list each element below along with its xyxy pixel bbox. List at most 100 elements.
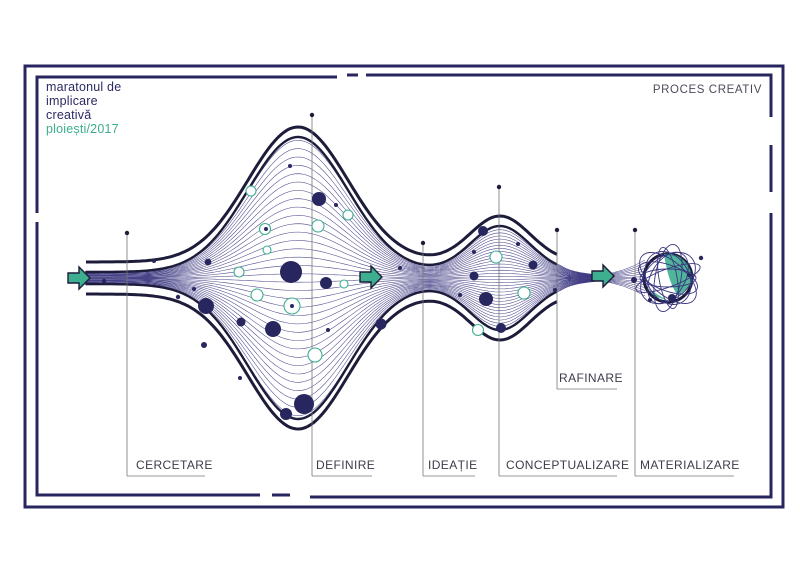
globe-orbit — [635, 263, 701, 293]
stage-guide-dot — [420, 240, 426, 246]
frame-outer — [23, 64, 785, 509]
streamline — [85, 240, 601, 278]
idea-node-outline — [471, 323, 485, 337]
idea-node — [472, 250, 476, 254]
stage-guide-dot — [632, 227, 638, 233]
brand-line-4: ploiești/2017 — [46, 122, 119, 136]
stage-guide-dot — [554, 227, 560, 233]
stage-guide-dot — [309, 112, 315, 118]
streamline — [85, 278, 601, 325]
globe-orbit — [647, 251, 689, 305]
idea-node — [201, 342, 207, 348]
funnel-wall — [86, 292, 558, 431]
streamline — [85, 198, 601, 277]
frame-inner-top-left — [35, 75, 337, 213]
idea-node — [204, 258, 212, 266]
idea-node-outline — [339, 279, 349, 289]
flow-arrow — [591, 263, 615, 289]
idea-node — [280, 408, 292, 420]
globe-orbit — [653, 243, 683, 313]
stage-label-materializare: MATERIALIZARE — [640, 458, 740, 472]
brand-line-1: maratonul de — [46, 80, 122, 94]
idea-node-outline — [517, 286, 531, 300]
flow-arrow — [67, 265, 91, 291]
streamline — [85, 279, 601, 366]
streamline — [85, 273, 600, 279]
flow-arrows — [67, 263, 615, 291]
streamline — [85, 280, 601, 391]
streamline — [85, 279, 601, 350]
streamline — [84, 181, 601, 277]
idea-node-outline — [245, 185, 257, 197]
idea-node-outline — [311, 219, 325, 233]
idea-node — [312, 192, 326, 206]
idea-node — [198, 298, 214, 314]
idea-node-outline — [262, 245, 272, 255]
frame-inner-top-right — [366, 73, 773, 117]
stage-label-ideatie: IDEAȚIE — [428, 458, 478, 472]
idea-node — [152, 259, 156, 263]
streamline — [85, 278, 601, 333]
stage-label-definire: DEFINIRE — [316, 458, 376, 472]
idea-node — [398, 266, 402, 270]
globe-node — [648, 298, 652, 302]
globe-node — [631, 277, 637, 283]
idea-node-outline — [307, 347, 323, 363]
idea-nodes — [101, 164, 557, 420]
final-product-globe — [631, 243, 704, 313]
globe-orbit — [657, 246, 679, 310]
streamline — [85, 173, 601, 277]
brand-line-2: implicare — [46, 94, 98, 108]
idea-node — [175, 294, 181, 300]
stage-guide-dot — [124, 230, 130, 236]
stage-label-conceptualizare: CONCEPTUALIZARE — [506, 458, 630, 472]
idea-node — [516, 242, 520, 246]
idea-node-outline — [489, 250, 503, 264]
frame-inner-right-2 — [310, 213, 773, 499]
globe-node — [698, 255, 704, 261]
idea-node — [496, 323, 506, 333]
brand-block: maratonul de implicare creativă ploiești… — [46, 80, 121, 136]
streamline — [84, 279, 601, 375]
streamline — [85, 231, 601, 278]
streamline — [85, 279, 601, 341]
idea-node — [192, 287, 196, 291]
streamline — [85, 279, 601, 383]
funnel-walls — [86, 125, 558, 431]
idea-node — [469, 271, 479, 281]
streamline — [85, 215, 601, 277]
idea-node — [290, 304, 294, 308]
idea-node — [236, 317, 246, 327]
idea-node — [264, 227, 268, 231]
idea-node — [238, 376, 242, 380]
idea-node — [320, 277, 332, 289]
idea-node — [553, 288, 557, 292]
idea-node — [294, 394, 314, 414]
funnel-wall — [86, 282, 558, 421]
idea-node — [265, 321, 281, 337]
idea-node-outline — [233, 266, 245, 278]
globe-orbit — [644, 251, 692, 305]
globe-node — [687, 273, 691, 277]
streamlines — [84, 140, 646, 416]
streamline — [85, 279, 601, 358]
stage-guides — [124, 112, 734, 477]
streamline — [85, 278, 601, 316]
globe-orbit — [638, 261, 698, 295]
idea-node — [326, 328, 330, 332]
process-title: PROCES CREATIV — [652, 84, 762, 96]
globe-orbit — [639, 268, 697, 288]
streamline — [85, 256, 601, 278]
idea-node — [288, 164, 292, 168]
page-frame — [23, 64, 785, 509]
frame-inner-bottom-left — [35, 222, 260, 497]
streamline — [85, 278, 601, 308]
funnel-wall — [86, 125, 558, 264]
idea-node — [479, 292, 493, 306]
streamline — [85, 265, 600, 278]
streamline — [85, 223, 601, 278]
idea-node — [478, 226, 488, 236]
idea-node — [280, 261, 302, 283]
streamline — [85, 248, 601, 278]
